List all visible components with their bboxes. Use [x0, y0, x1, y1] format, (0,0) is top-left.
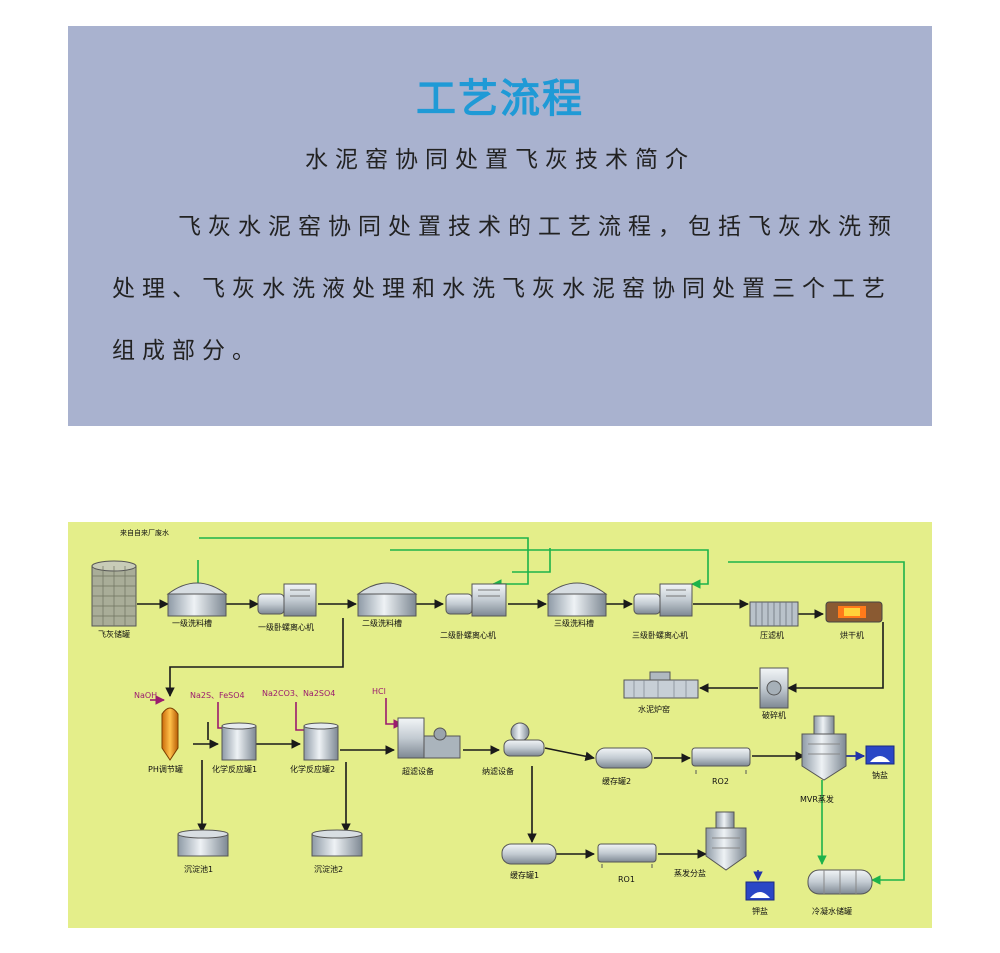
dryer-label: 烘干机 — [840, 630, 864, 640]
intro-paragraph: 飞灰水泥窑协同处置技术的工艺流程，包括飞灰水洗预处理、飞灰水洗液处理和水洗飞灰水… — [112, 214, 898, 364]
centrifuge-3-label: 三级卧螺离心机 — [632, 630, 688, 640]
ultrafiltration-icon — [397, 717, 461, 759]
condensate-tank-label: 冷凝水储罐 — [812, 906, 852, 916]
wash-tank-2-label: 二级洗料槽 — [362, 618, 402, 628]
intro-panel: 工艺流程 水泥窑协同处置飞灰技术简介 飞灰水泥窑协同处置技术的工艺流程，包括飞灰… — [68, 26, 932, 426]
process-flow-diagram: 飞灰储罐 来自自来厂废水 一级洗料槽 二级洗料槽 三级洗料槽 一级卧螺离心机 二… — [68, 522, 932, 928]
nanofiltration-icon — [503, 722, 545, 757]
ro1-label: RO1 — [618, 875, 635, 884]
buffer-tank-2-icon — [595, 747, 653, 769]
potassium-salt-label: 钾盐 — [752, 906, 768, 916]
reactor-1-label: 化学反应罐1 — [212, 764, 257, 774]
filter-press-label: 压滤机 — [760, 630, 784, 640]
buffer-tank-1-icon — [501, 843, 557, 865]
reactor-2-icon — [303, 722, 339, 761]
centrifuge-3-icon — [633, 583, 693, 617]
sodium-salt-icon — [865, 745, 895, 765]
buffer-tank-2-label: 缓存罐2 — [602, 776, 631, 786]
sedimentation-2-icon — [311, 829, 363, 857]
mvr-evaporator-icon — [801, 715, 847, 781]
condensate-tank-icon — [807, 869, 873, 895]
sedimentation-1-label: 沉淀池1 — [184, 864, 213, 874]
page-title: 工艺流程 — [416, 76, 584, 122]
chemical-naoh-label: NaOH — [134, 691, 157, 700]
evaporative-crystallizer-label: 蒸发分盐 — [674, 868, 706, 878]
crusher-icon — [759, 667, 789, 709]
intro-subtitle: 水泥窑协同处置飞灰技术简介 — [305, 147, 695, 173]
sedimentation-2-label: 沉淀池2 — [314, 864, 343, 874]
recycle-lines — [197, 537, 905, 885]
ro2-label: RO2 — [712, 777, 729, 786]
salt-lines — [753, 751, 865, 881]
filter-press-icon — [749, 601, 799, 627]
ultrafiltration-label: 超滤设备 — [402, 766, 434, 776]
chemical-na2co3-na2so4-label: Na2CO3、Na2SO4 — [262, 689, 335, 698]
wash-tank-2-icon — [356, 582, 418, 617]
evaporative-crystallizer-icon — [705, 811, 747, 871]
dryer-icon — [825, 601, 883, 623]
centrifuge-2-icon — [445, 583, 507, 617]
buffer-tank-1-label: 缓存罐1 — [510, 870, 539, 880]
ro2-icon — [691, 747, 751, 774]
wash-tank-3-icon — [546, 582, 608, 617]
centrifuge-2-label: 二级卧螺离心机 — [440, 630, 496, 640]
nanofiltration-label: 纳滤设备 — [482, 766, 514, 776]
chemical-na2s-feso4-label: Na2S、FeSO4 — [190, 691, 245, 700]
ph-tank-label: PH调节罐 — [148, 764, 183, 774]
cement-kiln-icon — [623, 671, 699, 699]
centrifuge-1-label: 一级卧螺离心机 — [258, 622, 314, 632]
sodium-salt-label: 钠盐 — [872, 770, 888, 780]
centrifuge-1-icon — [257, 583, 317, 617]
process-lines — [137, 599, 884, 859]
fly-ash-silo-label: 飞灰储罐 — [98, 629, 130, 639]
wash-tank-1-label: 一级洗料槽 — [172, 618, 212, 628]
fly-ash-silo-icon — [91, 560, 137, 627]
wash-tank-1-icon — [166, 582, 228, 617]
chemical-hcl-label: HCl — [372, 687, 386, 696]
top-source-label: 来自自来厂废水 — [120, 528, 169, 537]
potassium-salt-icon — [745, 881, 775, 901]
ph-tank-icon — [161, 707, 179, 761]
crusher-label: 破碎机 — [762, 710, 786, 720]
wash-tank-3-label: 三级洗料槽 — [554, 618, 594, 628]
sedimentation-1-icon — [177, 829, 229, 857]
reactor-2-label: 化学反应罐2 — [290, 764, 335, 774]
mvr-evaporator-label: MVR蒸发 — [800, 794, 834, 804]
cement-kiln-label: 水泥炉窑 — [638, 704, 670, 714]
ro1-icon — [597, 843, 657, 868]
reactor-1-icon — [221, 722, 257, 761]
